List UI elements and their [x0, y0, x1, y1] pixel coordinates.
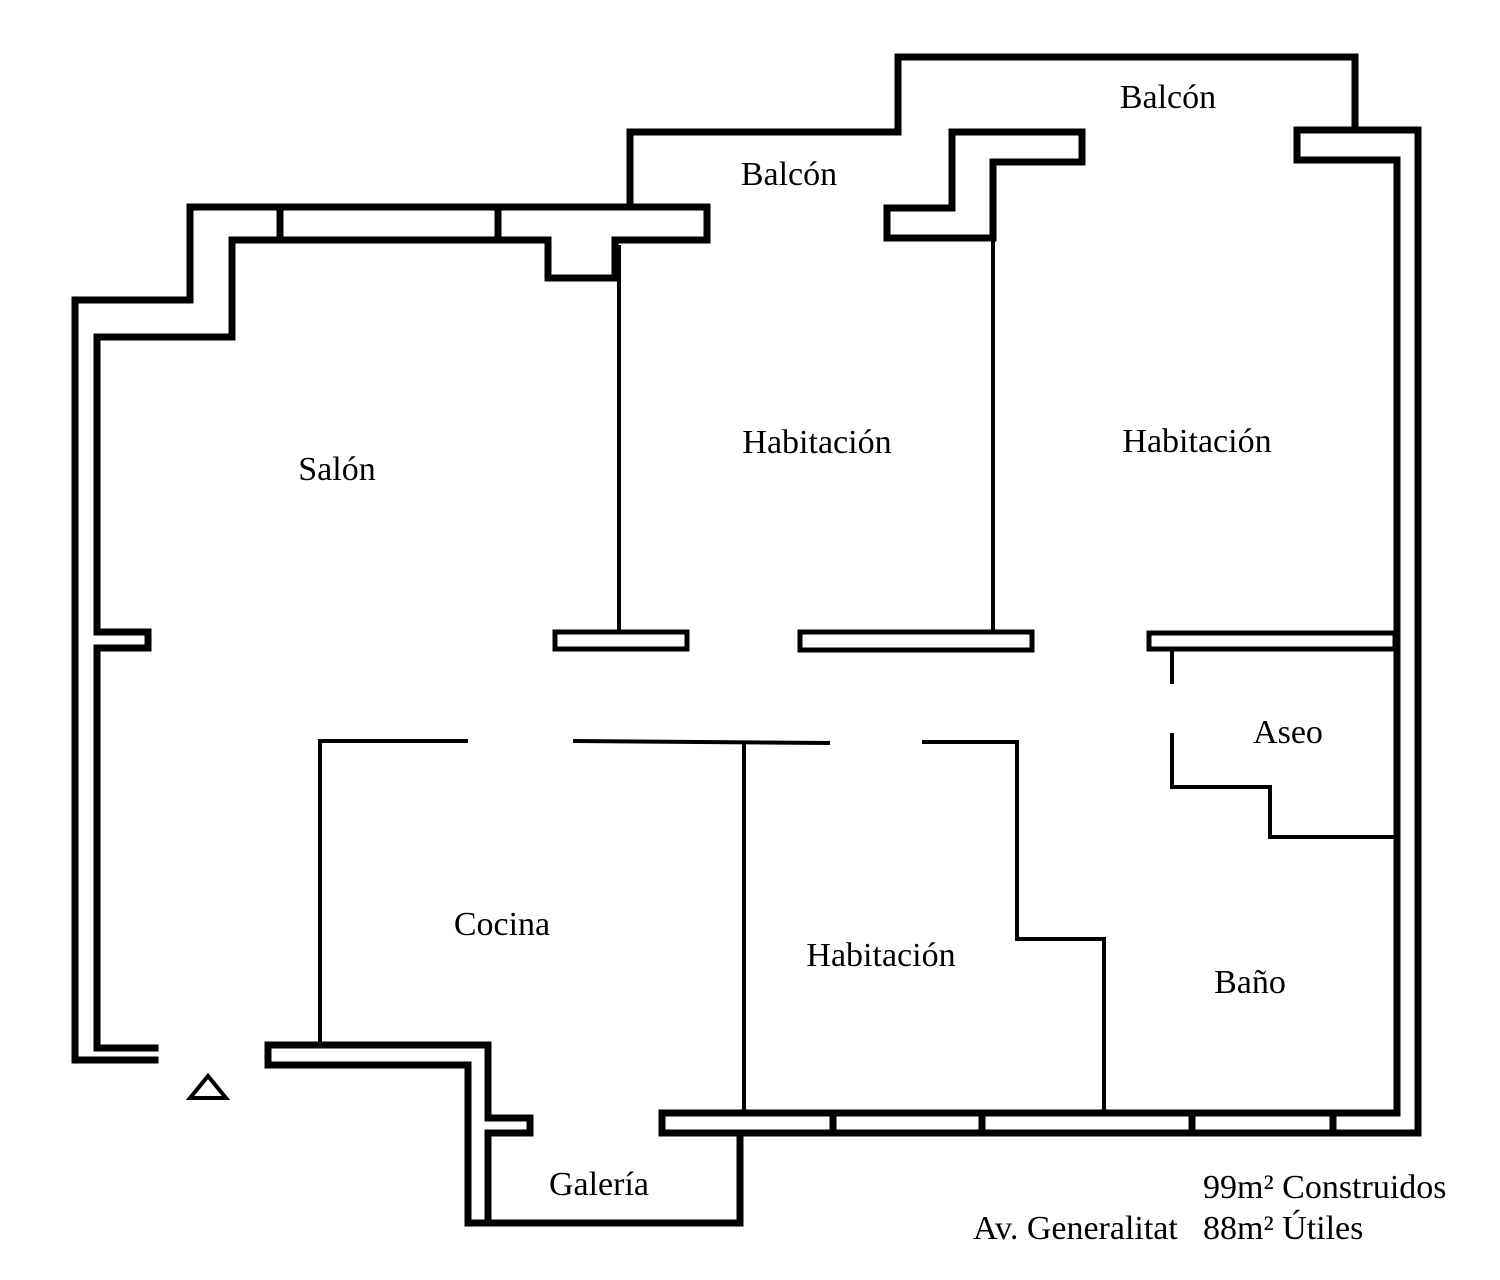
info-construidos: 99m² Construidos	[1203, 1169, 1447, 1206]
wall-aseo	[1170, 733, 1397, 839]
label-habitacion-right: Habitación	[1122, 423, 1271, 460]
gallery-inner-wall	[264, 1041, 534, 1227]
wall-cocina-top-left	[318, 739, 468, 1045]
outer-wall-left-inner	[93, 203, 711, 1052]
interior-bars	[552, 629, 1398, 653]
room-labels: Balcón Balcón Salón Habitación Habitació…	[298, 79, 1323, 1203]
wall-habitacion-bano	[922, 740, 1106, 1113]
entrance-wall-right	[264, 1041, 744, 1227]
interior-walls	[318, 238, 1397, 1113]
partition-bar-1	[552, 629, 690, 652]
label-galeria: Galería	[549, 1166, 649, 1203]
info-utiles: 88m² Útiles	[1203, 1209, 1363, 1247]
wall-cocina-top-right	[572, 739, 831, 745]
label-balcon-right: Balcón	[1120, 79, 1216, 116]
partition-bar-2	[797, 629, 1035, 653]
label-habitacion-bottom: Habitación	[806, 937, 955, 974]
label-balcon-left: Balcón	[741, 156, 837, 193]
partition-bar-3	[1146, 630, 1398, 652]
outer-wall-left-outer	[71, 53, 1422, 1137]
plan-info: 99m² Construidos Av. Generalitat 88m² Út…	[973, 1169, 1447, 1247]
info-address: Av. Generalitat	[973, 1210, 1178, 1247]
label-cocina: Cocina	[454, 906, 550, 943]
entrance-triangle-icon	[185, 1072, 231, 1100]
label-bano: Baño	[1214, 964, 1286, 1001]
balcony-middle-step	[883, 128, 1086, 242]
label-habitacion-middle: Habitación	[742, 424, 891, 461]
label-aseo: Aseo	[1253, 714, 1323, 751]
label-salon: Salón	[298, 451, 375, 488]
